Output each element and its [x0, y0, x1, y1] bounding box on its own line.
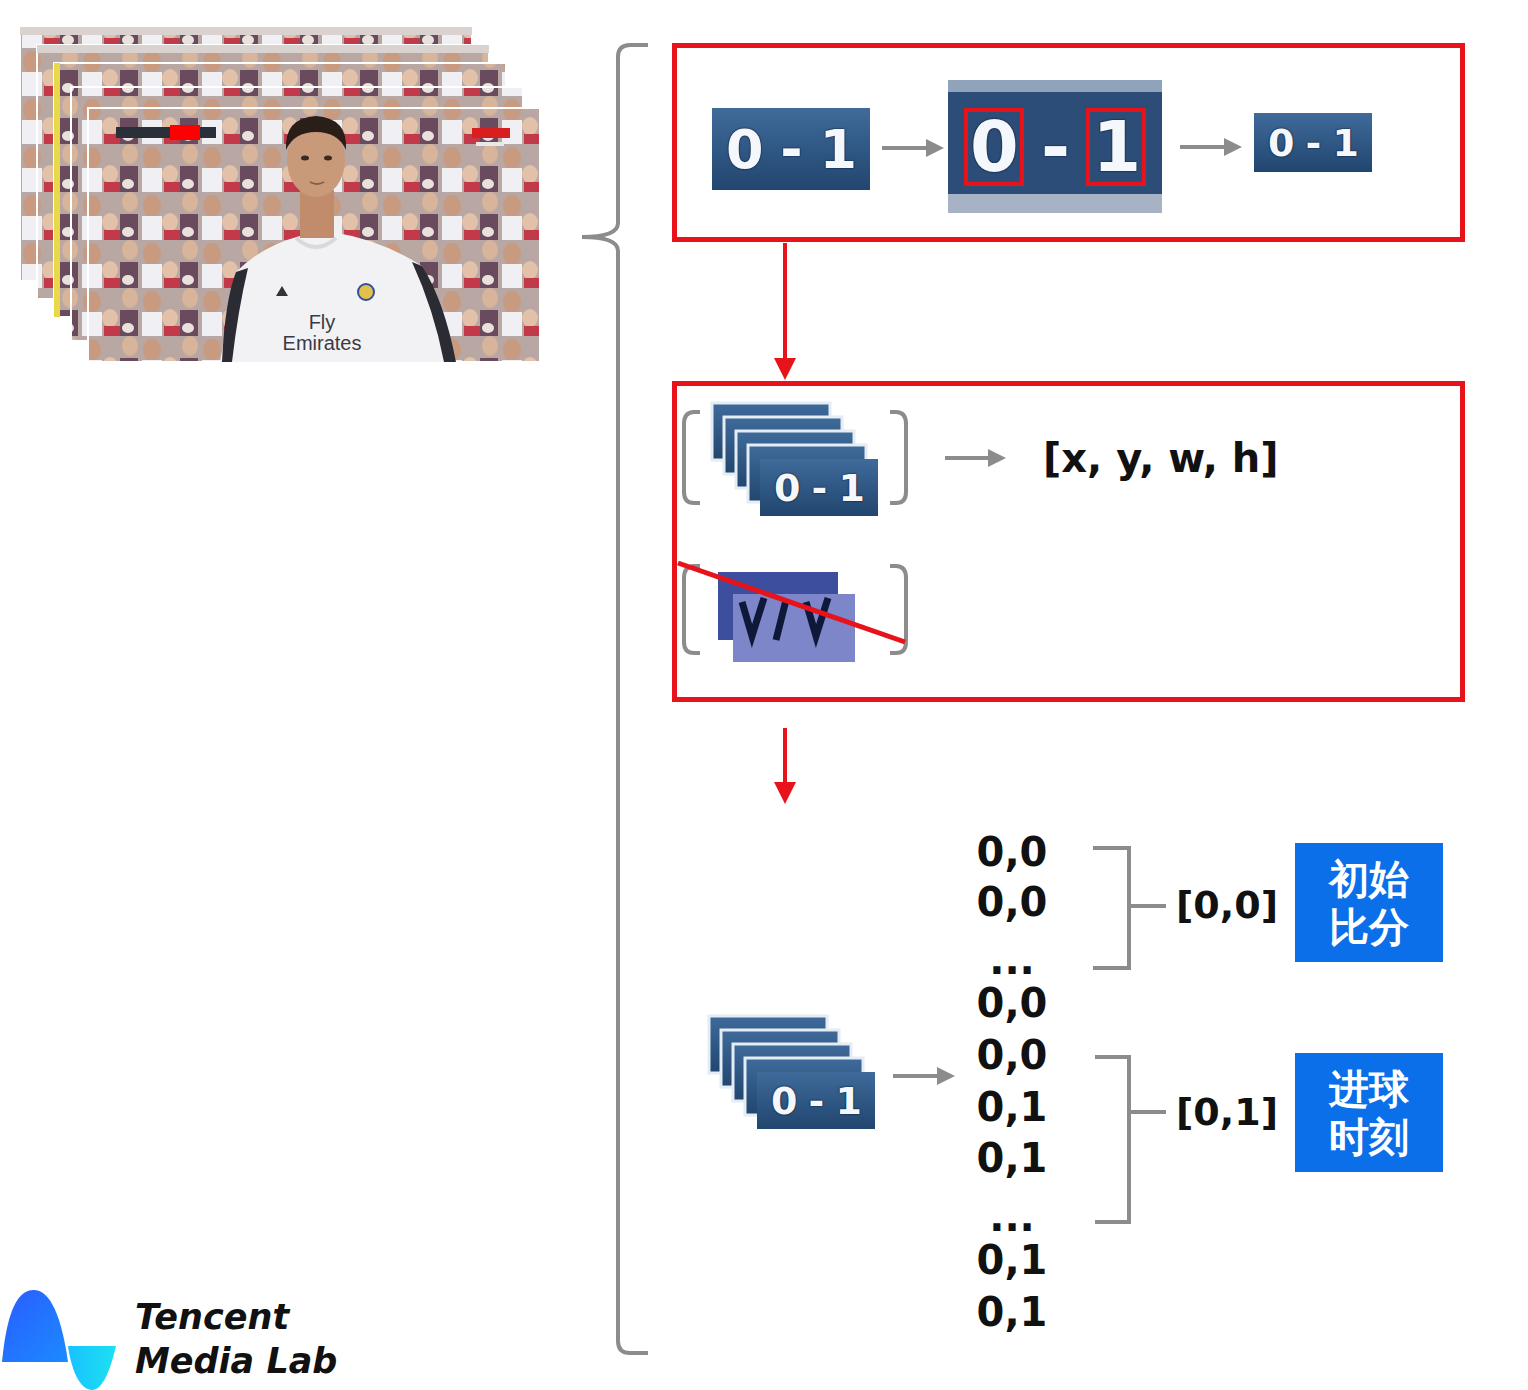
video-frames — [37, 45, 489, 53]
player-figure — [412, 262, 456, 362]
gray-arrows — [882, 146, 928, 150]
parentheses — [890, 412, 906, 503]
logo-mark — [68, 1346, 116, 1390]
score-reading: 0,1 — [952, 1286, 1072, 1338]
highlight-box — [964, 108, 1024, 186]
score-reading: 0,0 — [952, 977, 1072, 1029]
logo-mark — [2, 1290, 68, 1362]
logo-text: Tencent — [135, 1295, 289, 1339]
player-figure — [324, 156, 332, 161]
video-frames — [20, 27, 540, 362]
score-reading: 0,1 — [952, 1132, 1072, 1184]
arrow-head — [774, 358, 796, 380]
gray-arrows — [937, 1067, 955, 1085]
score-reading: 0,0 — [952, 1029, 1072, 1081]
video-frames — [20, 27, 472, 35]
highlight-box — [1086, 108, 1146, 186]
parentheses — [684, 566, 700, 653]
gray-arrows — [1224, 138, 1242, 156]
player-figure — [220, 116, 456, 362]
scoreboard-crop: 0 - 1 — [1254, 113, 1372, 172]
video-frames — [170, 125, 200, 140]
player-figure — [301, 156, 309, 161]
red-arrow — [774, 782, 796, 804]
flow-arrow — [783, 243, 787, 358]
score-brackets — [1093, 848, 1166, 968]
score-reading: 0,1 — [952, 1234, 1072, 1286]
score-result: [0,0] — [1176, 880, 1278, 930]
score-reading: ... — [952, 934, 1072, 986]
red-arrow — [783, 728, 787, 784]
video-frames — [88, 108, 540, 362]
scoreboard-crop: 0 - 1 — [757, 1072, 875, 1129]
score-reading: ... — [952, 1191, 1072, 1243]
box-label: 进球时刻 — [1328, 1065, 1410, 1161]
video-frames — [476, 142, 504, 146]
score-reading: 0,0 — [952, 826, 1072, 878]
scoreboard-crop: 0 - 1 — [760, 459, 878, 516]
player-figure — [300, 190, 334, 238]
rejected-crops — [742, 598, 828, 640]
player-figure — [358, 284, 374, 300]
gray-arrows — [926, 139, 944, 157]
parentheses — [684, 412, 700, 503]
scoreboard-crop: 0 - 1 — [948, 80, 1162, 213]
player-figure — [310, 182, 324, 184]
score-brackets — [1093, 848, 1166, 1222]
video-frames — [116, 127, 216, 138]
shirt-text: Fly Emirates — [274, 312, 370, 354]
logo-mark — [2, 1290, 116, 1390]
rejected-crops — [678, 563, 905, 642]
video-frames — [472, 128, 510, 138]
flow-arrow — [774, 243, 796, 380]
main-bracket — [582, 45, 648, 1353]
score-reading: 0,1 — [952, 1081, 1072, 1133]
output-label: [x, y, w, h] — [1043, 432, 1279, 484]
player-figure — [286, 116, 346, 150]
main-bracket — [582, 45, 648, 1353]
red-arrow — [774, 728, 796, 804]
result-box: 初始比分 — [1295, 843, 1443, 962]
player-figure — [276, 286, 288, 296]
video-frames — [54, 63, 60, 317]
score-reading: 0,0 — [952, 876, 1072, 928]
score-result: [0,1] — [1176, 1087, 1278, 1137]
gray-arrows — [945, 456, 990, 460]
gray-arrows — [988, 449, 1006, 467]
player-figure — [220, 232, 456, 362]
logo-text: Media Lab — [135, 1339, 337, 1383]
rejected-crops — [678, 563, 905, 662]
score-brackets — [1095, 1057, 1166, 1222]
gray-arrows — [893, 1074, 938, 1078]
result-box: 进球时刻 — [1295, 1053, 1443, 1172]
gray-arrows — [882, 138, 1242, 1085]
player-figure — [296, 238, 336, 247]
stage-box: 0 - 1 0 - 1 0 - 1 — [672, 43, 1465, 242]
box-label: 初始比分 — [1328, 855, 1410, 951]
player-figure — [222, 268, 248, 362]
gray-arrows — [1180, 145, 1226, 149]
scoreboard-crop: 0 - 1 — [712, 108, 870, 190]
stage-box: 0 - 1 [x, y, w, h] — [672, 381, 1465, 702]
